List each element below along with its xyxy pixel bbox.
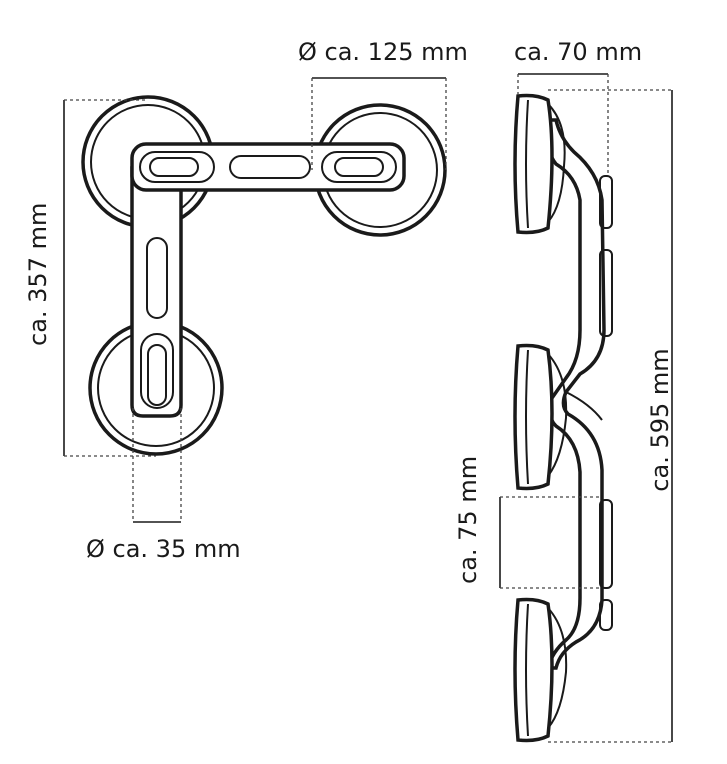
side-cup-top [513,93,566,235]
dimension-side-depth [517,73,609,176]
label-side-depth: ca. 70 mm [514,38,643,66]
dimension-handle-diameter [132,408,182,523]
dimension-total-length [548,89,673,743]
side-cup-bottom [513,597,568,743]
dimension-height-left [63,99,156,457]
side-view-handle [513,93,613,743]
label-grip-length: ca. 75 mm [454,455,482,584]
dimension-grip-length [499,496,600,589]
dimension-pad-diameter [311,77,447,170]
label-pad-diameter: Ø ca. 125 mm [298,38,468,66]
top-view-handle [81,95,447,456]
label-total-length: ca. 595 mm [646,348,674,492]
horizontal-arm [130,142,406,192]
label-handle-diameter: Ø ca. 35 mm [86,535,241,563]
side-cup-middle [513,343,568,491]
label-height-left: ca. 357 mm [24,202,52,346]
vertical-arm [130,166,183,418]
